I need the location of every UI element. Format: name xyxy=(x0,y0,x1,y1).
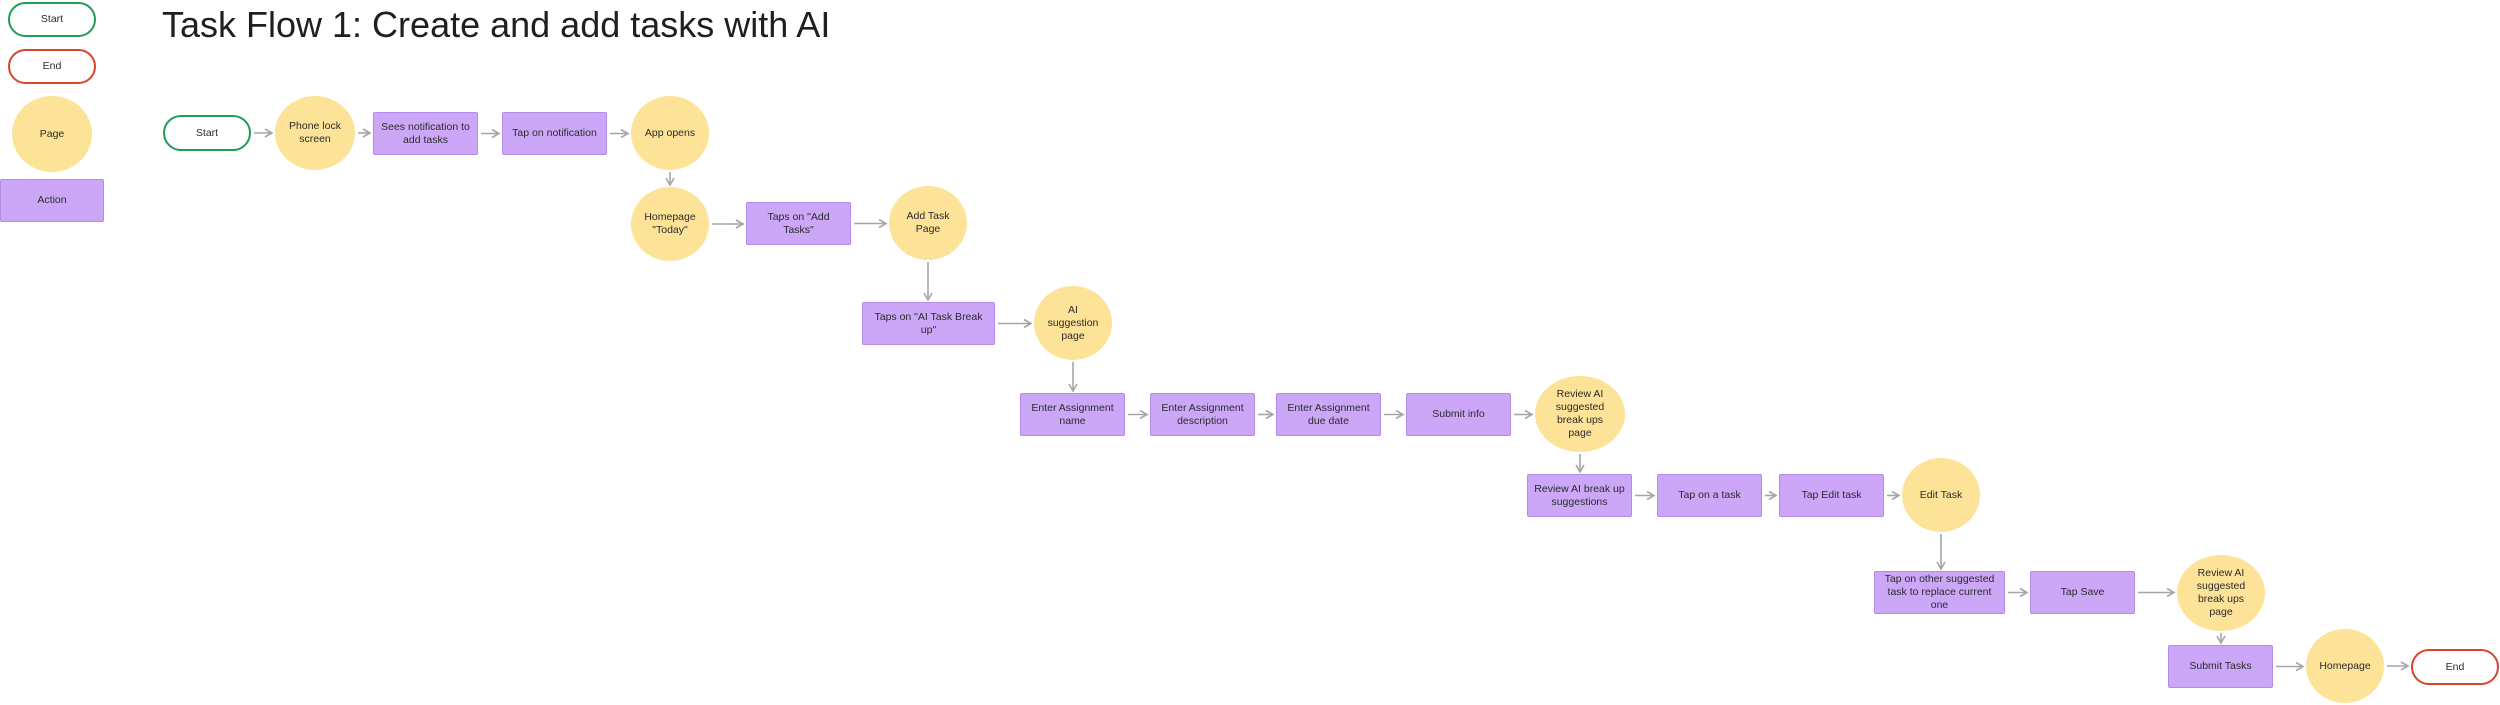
legend-label: Page xyxy=(39,127,65,140)
node-label: AI suggestion page xyxy=(1047,303,1099,342)
node-action-sees-notification-to-add-tasks: Sees notification to add tasks xyxy=(373,112,478,155)
node-label: Start xyxy=(195,126,219,139)
node-label: Add Task Page xyxy=(906,210,950,235)
node-action-tap-on-notification: Tap on notification xyxy=(502,112,607,155)
node-page-ai-suggestion-page: AI suggestion page xyxy=(1034,286,1112,360)
node-action-enter-assignment-description: Enter Assignment description xyxy=(1150,393,1255,436)
node-label: Review AI suggested break ups page xyxy=(2196,567,2246,618)
node-action-taps-on-ai-task-break-up: Taps on "AI Task Break up" xyxy=(862,302,995,345)
node-label: Homepage xyxy=(2319,659,2371,672)
node-label: Enter Assignment description xyxy=(1161,401,1244,427)
node-label: Tap on notification xyxy=(512,127,597,139)
node-page-review-ai-suggested-break-ups-page: Review AI suggested break ups page xyxy=(2177,555,2265,631)
node-page-phone-lock-screen: Phone lock screen xyxy=(275,96,355,170)
node-action-tap-save: Tap Save xyxy=(2030,571,2135,614)
node-label: Tap on a task xyxy=(1678,489,1741,501)
node-label: Taps on "Add Tasks" xyxy=(767,210,830,236)
node-action-tap-edit-task: Tap Edit task xyxy=(1779,474,1884,517)
legend-label: Action xyxy=(37,194,67,206)
legend-label: End xyxy=(42,60,62,72)
node-label: Tap Edit task xyxy=(1801,489,1862,501)
node-label: Enter Assignment due date xyxy=(1287,401,1370,427)
legend-end-end: End xyxy=(8,49,96,84)
node-label: Phone lock screen xyxy=(289,120,341,145)
legend-page-page: Page xyxy=(12,96,92,172)
legend-start-start: Start xyxy=(8,2,96,37)
node-start-start: Start xyxy=(163,115,251,151)
node-label: Tap on other suggested task to replace c… xyxy=(1884,573,1995,611)
legend-action-action: Action xyxy=(0,179,104,222)
node-label: Taps on "AI Task Break up" xyxy=(874,310,983,336)
node-label: End xyxy=(2445,660,2465,673)
node-page-app-opens: App opens xyxy=(631,96,709,170)
node-action-taps-on-add-tasks: Taps on "Add Tasks" xyxy=(746,202,851,245)
node-action-enter-assignment-name: Enter Assignment name xyxy=(1020,393,1125,436)
node-action-review-ai-break-up-suggestions: Review AI break up suggestions xyxy=(1527,474,1632,517)
node-action-enter-assignment-due-date: Enter Assignment due date xyxy=(1276,393,1381,436)
node-label: Review AI break up suggestions xyxy=(1534,482,1625,508)
legend-label: Start xyxy=(40,13,64,25)
node-action-tap-on-other-suggested-task-to-replace-current-one: Tap on other suggested task to replace c… xyxy=(1874,571,2005,614)
node-page-homepage: Homepage xyxy=(2306,629,2384,703)
node-label: Submit Tasks xyxy=(2189,660,2252,672)
node-label: Homepage "Today" xyxy=(644,211,696,236)
node-label: Sees notification to add tasks xyxy=(381,120,470,146)
node-label: App opens xyxy=(644,126,696,139)
node-label: Edit Task xyxy=(1919,488,1963,501)
node-end-end: End xyxy=(2411,649,2499,685)
node-page-homepage-today: Homepage "Today" xyxy=(631,187,709,261)
node-action-submit-tasks: Submit Tasks xyxy=(2168,645,2273,688)
node-page-review-ai-suggested-break-ups-page: Review AI suggested break ups page xyxy=(1535,376,1625,452)
node-label: Submit info xyxy=(1432,408,1485,420)
node-label: Enter Assignment name xyxy=(1031,401,1114,427)
diagram-title: Task Flow 1: Create and add tasks with A… xyxy=(162,4,831,45)
node-page-add-task-page: Add Task Page xyxy=(889,186,967,260)
node-label: Review AI suggested break ups page xyxy=(1555,388,1605,439)
node-action-submit-info: Submit info xyxy=(1406,393,1511,436)
node-label: Tap Save xyxy=(2060,586,2105,598)
node-action-tap-on-a-task: Tap on a task xyxy=(1657,474,1762,517)
node-page-edit-task: Edit Task xyxy=(1902,458,1980,532)
